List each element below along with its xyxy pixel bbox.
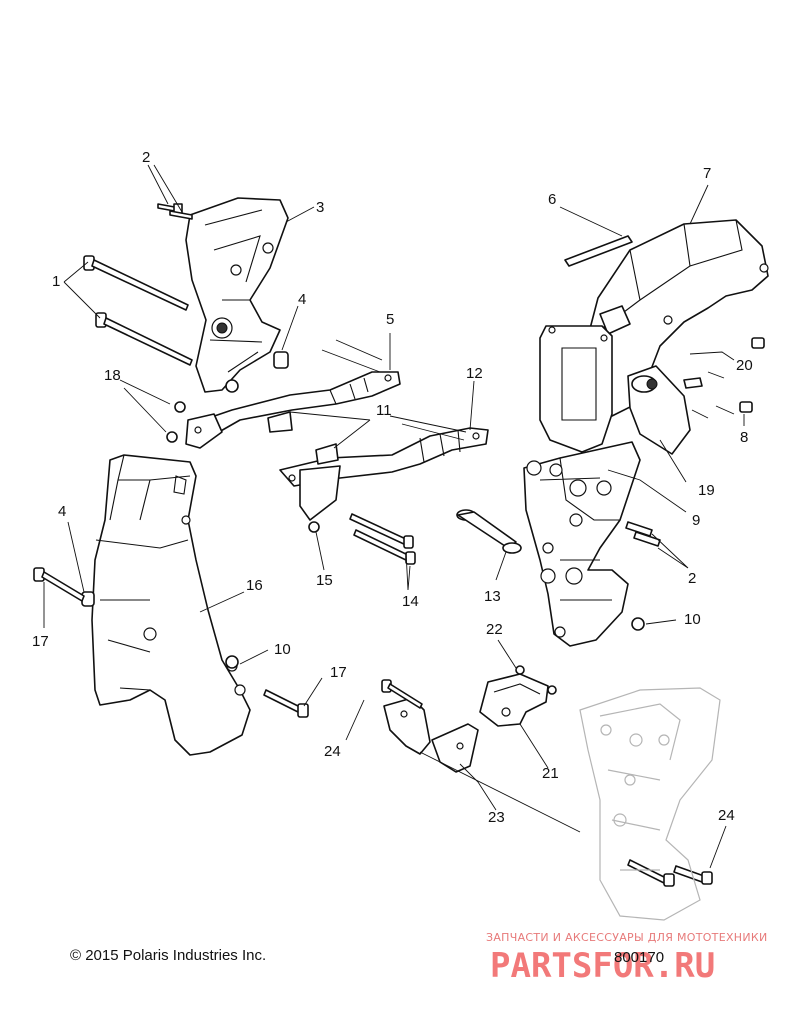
callout-11: 11 [376,402,392,419]
axle-pin-13 [456,509,522,554]
long-bolts [83,255,193,366]
callout-17-left: 17 [32,633,49,650]
bolts-24 [381,679,713,887]
taillight-19 [627,365,691,455]
callout-2: 2 [142,149,150,166]
trim-strip-6 [564,235,633,267]
callout-10-right: 10 [684,611,701,628]
nuts-18 [166,379,239,443]
nut-10-right [631,617,645,631]
callout-7: 7 [703,165,711,182]
bolt-17-right [263,689,309,718]
right-side-frame [523,441,641,647]
plate-panel [539,325,613,453]
callout-10-left: 10 [274,641,291,658]
callout-3: 3 [316,199,324,216]
callout-8: 8 [740,429,748,446]
upper-tube-assembly [185,371,401,449]
callout-12: 12 [466,365,483,382]
callout-16: 16 [246,577,263,594]
diagram-number: 800170 [614,949,664,966]
callout-1: 1 [52,273,60,290]
callout-4-left: 4 [58,503,66,520]
callout-24-left: 24 [324,743,341,760]
bolt-pair-top [157,203,193,220]
bolt-17-left [33,567,85,602]
bracket-23 [383,697,479,773]
callout-21: 21 [542,765,559,782]
callout-13: 13 [484,588,501,605]
lower-tube-assembly [279,427,489,521]
upper-mount-bracket [185,197,289,393]
callout-15: 15 [316,572,333,589]
callout-18: 18 [104,367,121,384]
spacer-top [273,351,289,369]
callout-4: 4 [298,291,306,308]
callout-6: 6 [548,191,556,208]
bracket-21 [479,665,557,727]
leader-lines [43,164,745,869]
callout-9: 9 [692,512,700,529]
callout-17-right: 17 [330,664,347,681]
callout-2-right: 2 [688,570,696,587]
callout-23: 23 [488,809,505,826]
bolt-pair-right [625,521,661,547]
bolts-14 [349,513,416,565]
watermark-tagline: ЗАПЧАСТИ И АКСЕССУАРЫ ДЛЯ МОТОТЕХНИКИ [486,931,768,944]
callout-20: 20 [736,357,753,374]
callout-19: 19 [698,482,715,499]
nut-10-left [225,655,239,669]
nut-15 [308,521,320,533]
left-side-frame [91,454,251,756]
fasteners-8-20 [683,337,765,419]
callout-24-right: 24 [718,807,735,824]
copyright-text: © 2015 Polaris Industries Inc. [70,947,266,964]
callout-labels: 2 3 1 4 5 18 11 12 6 7 20 8 19 9 2 10 15… [32,149,753,826]
reference-frame-ghost [579,687,721,921]
callout-22: 22 [486,621,503,638]
callout-5: 5 [386,311,394,328]
callout-14: 14 [402,593,419,610]
spacer-left [81,591,95,607]
watermark-logo: PARTSFOR.RU [490,946,715,986]
